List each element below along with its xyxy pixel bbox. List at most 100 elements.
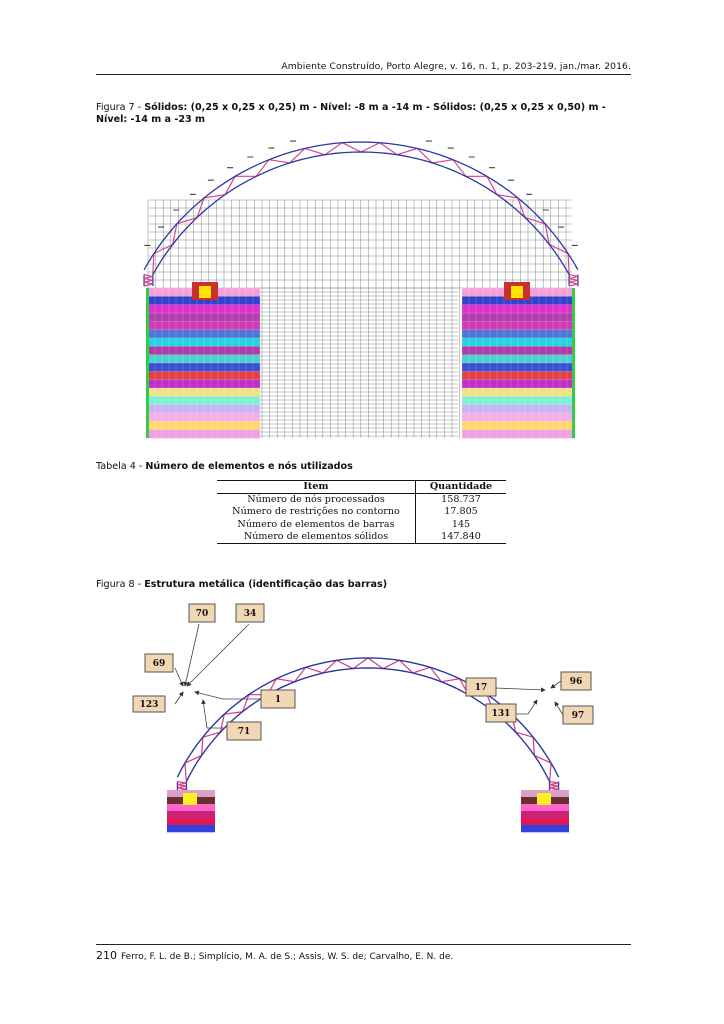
figure7-label: Figura 7 — [96, 102, 135, 113]
arch-inner-chord — [152, 151, 570, 275]
cell-item: Número de elementos de barras — [217, 518, 416, 531]
running-header: Ambiente Construído, Porto Alegre, v. 16… — [281, 61, 631, 72]
svg-text:70: 70 — [196, 609, 209, 619]
callout-17: 17 — [465, 677, 497, 697]
foundation-left-core — [199, 286, 211, 298]
callout-71: 71 — [226, 721, 262, 741]
svg-text:1: 1 — [275, 695, 281, 705]
table4: Item Quantidade Número de nós processado… — [217, 479, 506, 545]
node-marks — [144, 140, 578, 246]
soil-block-left-layer — [148, 338, 260, 347]
svg-text:34: 34 — [244, 609, 257, 619]
soil-block-left-layer — [148, 346, 260, 356]
soil-block-right-layer — [462, 329, 574, 339]
soil-block-right-layer — [462, 321, 574, 331]
callout-70: 70 — [188, 603, 216, 623]
figure7-model-image — [143, 140, 579, 439]
column-web — [143, 274, 153, 287]
table4-caption: Tabela 4 - Número de elementos e nós uti… — [96, 461, 353, 472]
figure8-label: Figura 8 — [96, 579, 135, 590]
soil-block-right-layer — [462, 413, 574, 422]
footing-right-layer — [521, 804, 569, 812]
soil-block-right-layer — [462, 396, 574, 406]
soil-block-right-layer — [462, 304, 574, 314]
soil-block-left-layer — [148, 329, 260, 339]
footing-left-layer — [167, 818, 215, 826]
table-header-row: Item Quantidade — [217, 479, 506, 495]
svg-text:69: 69 — [153, 659, 166, 669]
soil-block-right-layer — [462, 421, 574, 431]
svg-text:97: 97 — [572, 711, 585, 721]
figure8-title: Estrutura metálica (identificação das ba… — [144, 579, 388, 590]
svg-text:96: 96 — [570, 677, 583, 687]
cell-quantidade: 158.737 — [441, 494, 481, 506]
table-row: Número de nós processados 158.737 — [217, 493, 506, 507]
column-header-quantidade: Quantidade — [415, 479, 506, 495]
soil-block-right-layer — [462, 371, 574, 381]
svg-text:131: 131 — [492, 709, 511, 719]
callout-131: 131 — [485, 703, 517, 723]
soil-block-left-layer — [148, 388, 260, 397]
footing-right-layer — [521, 811, 569, 819]
soil-block-left-layer — [148, 421, 260, 431]
soil-block-left-layer — [148, 363, 260, 372]
table4-title: Número de elementos e nós utilizados — [145, 461, 353, 472]
callout-69: 69 — [144, 653, 174, 673]
soil-block-right-layer — [462, 338, 574, 347]
soil-block-right-layer — [462, 379, 574, 389]
svg-text:17: 17 — [475, 683, 488, 693]
arch-outer-chord — [143, 141, 579, 271]
soil-block-right-layer — [462, 346, 574, 356]
svg-text:71: 71 — [238, 727, 251, 737]
soil-block-left-layer — [148, 396, 260, 406]
soil-block-right-layer — [462, 354, 574, 364]
boundary-left — [146, 288, 149, 438]
soil-block-right-layer — [462, 313, 574, 322]
soil-block-left-layer — [148, 354, 260, 364]
footing-left-layer — [167, 811, 215, 819]
arch-web — [184, 657, 552, 782]
arch-web — [152, 142, 570, 275]
soil-block-right-layer — [462, 388, 574, 397]
soil-block-left-layer — [148, 296, 260, 306]
soil-block-right-layer — [462, 296, 574, 306]
footing-right-layer — [521, 818, 569, 826]
footing-right-core — [537, 793, 551, 805]
cell-quantidade: 147.840 — [415, 530, 506, 545]
soil-block-left-layer — [148, 304, 260, 314]
footing-left-layer — [167, 825, 215, 833]
callout-123: 123 — [132, 695, 166, 713]
callout-96: 96 — [560, 671, 592, 691]
cell-item: Número de elementos sólidos — [217, 530, 416, 545]
soil-block-left-layer — [148, 371, 260, 381]
soil-block-left-layer — [148, 404, 260, 414]
cell-item: Número de nós processados — [217, 493, 416, 507]
soil-block-left-layer — [148, 379, 260, 389]
figure8-caption: Figura 8 - Estrutura metálica (identific… — [96, 579, 388, 590]
boundary-right — [572, 288, 575, 438]
soil-block-left-layer — [148, 313, 260, 322]
footing-left-core — [183, 793, 197, 805]
soil-block-right-layer — [462, 404, 574, 414]
callout-97: 97 — [562, 705, 594, 725]
soil-block-left-layer — [148, 321, 260, 331]
foundation-right-core — [511, 286, 523, 298]
callout-1: 1 — [260, 689, 296, 709]
callout-34: 34 — [235, 603, 265, 623]
soil-block-left-layer — [148, 429, 260, 439]
soil-block-right-layer — [462, 363, 574, 372]
footer: 210 Ferro, F. L. de B.; Simplício, M. A. … — [96, 949, 453, 962]
cell-item: Número de restrições no contorno — [217, 506, 416, 519]
figure7-caption: Figura 7 - Sólidos: (0,25 x 0,25 x 0,25)… — [96, 102, 606, 125]
soil-block-left-layer — [148, 413, 260, 422]
column-header-item: Item — [217, 479, 416, 495]
footer-authors: Ferro, F. L. de B.; Simplício, M. A. de … — [121, 952, 454, 962]
column-web — [569, 274, 579, 287]
page-number: 210 — [96, 949, 117, 962]
soil-block-right-layer — [462, 429, 574, 439]
svg-text:123: 123 — [140, 700, 159, 710]
figure7-title: Sólidos: (0,25 x 0,25 x 0,25) m - Nível:… — [96, 102, 606, 125]
